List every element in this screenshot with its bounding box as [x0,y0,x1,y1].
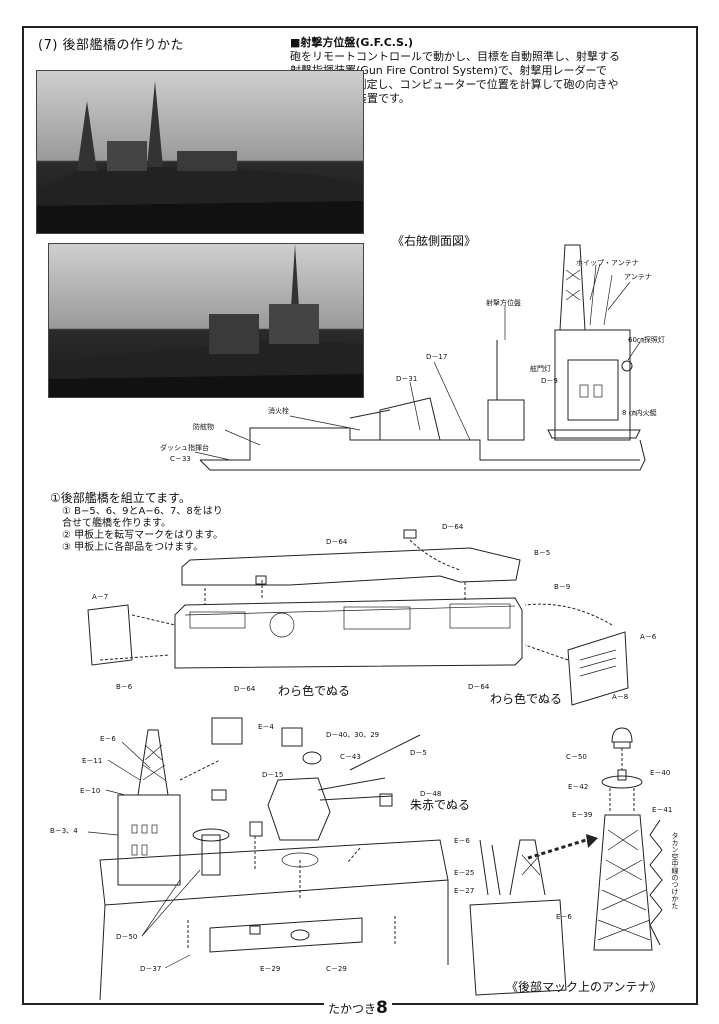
label-hydrant: 消火栓 [268,407,289,415]
label-c33: C－33 [170,455,191,463]
label-b6: B－6 [116,683,133,691]
label-c43: C－43 [340,753,361,761]
label-e27: E－27 [454,887,475,895]
label-d9: D－9 [541,377,558,385]
section-title: (7) 後部艦橋の作りかた [38,38,185,53]
label-e6: E－6 [100,735,116,743]
assembly-instructions: ① B−5、6、9とA−6、7、8をはり 合せて艦橋を作ります。 ② 甲板上を転… [62,506,224,553]
label-d64-c: D－64 [234,685,256,693]
label-d17: D－17 [426,353,448,361]
ship-photo-top-silhouette [37,81,363,233]
label-whip-antenna: ホイップ・アンテナ [576,259,639,267]
label-b9: B－9 [554,583,571,591]
label-d37: D－37 [140,965,162,973]
label-d64-d: D－64 [468,683,490,691]
label-a6: A－6 [640,633,657,641]
label-d15: D－15 [262,771,284,779]
label-searchlight: 60㎝探照灯 [628,336,665,344]
assembly-step-title: ①後部艦橋を組立てます。 [50,491,191,505]
label-director: 射撃方位盤 [486,299,521,307]
ship-photo-top [36,70,364,234]
label-a8: A－8 [612,693,629,701]
tacan-note: タカン空中線のつけかた [671,832,679,909]
label-e29: E－29 [260,965,281,973]
footer-name: たかつき [328,1002,377,1016]
ship-photo-bottom [48,243,364,398]
label-a7: A－7 [92,593,109,601]
side-view-title: 《右舷側面図》 [392,234,477,248]
label-b3-4: B－3、4 [50,827,78,835]
mast-caption: 《後部マック上のアンテナ》 [506,980,662,994]
label-e40: E－40 [650,769,671,777]
label-e4: E－4 [258,723,274,731]
label-mast-e6-b: E－6 [556,913,572,921]
gfcs-title: ■射撃方位盤(G.F.C.S.) [290,36,414,49]
label-fender: 防舷物 [193,423,214,431]
label-antenna: アンテナ [624,273,652,281]
gfcs-description: 砲をリモートコントロールで動かし、目標を自動照準し、射撃する 射撃指揮装置(Gu… [290,50,620,105]
label-e10: E－10 [80,787,101,795]
paint-note-vermilion: 朱赤でぬる [410,798,471,812]
paint-note-straw-2: わら色でぬる [490,692,563,706]
label-e41: E－41 [652,806,673,814]
label-d64-b: D－64 [442,523,464,531]
label-e11: E－11 [82,757,103,765]
label-d64-a: D－64 [326,538,348,546]
label-c29: C－29 [326,965,347,973]
paint-note-straw-1: わら色でぬる [278,684,351,698]
label-d5: D－5 [410,749,427,757]
label-b5: B－5 [534,549,551,557]
label-signal-lamp: 舷門灯 [530,365,551,373]
label-mast-e6-a: E－6 [454,837,470,845]
label-d31: D－31 [396,375,418,383]
page-number: 8 [376,998,388,1018]
label-d50: D－50 [116,933,138,941]
label-e42: E－42 [568,783,589,791]
label-d48: D－48 [420,790,442,798]
label-boat: 8 ㎝内火艇 [622,409,657,417]
ship-photo-bottom-silhouette [49,244,363,397]
label-dash-deck: ダッシュ指揮台 [160,444,209,452]
label-e25: E－25 [454,869,475,877]
label-c50: C－50 [566,753,587,761]
label-e39: E－39 [572,811,593,819]
label-d40: D－40、30、29 [326,731,380,739]
page-footer: たかつき8 [324,998,392,1018]
